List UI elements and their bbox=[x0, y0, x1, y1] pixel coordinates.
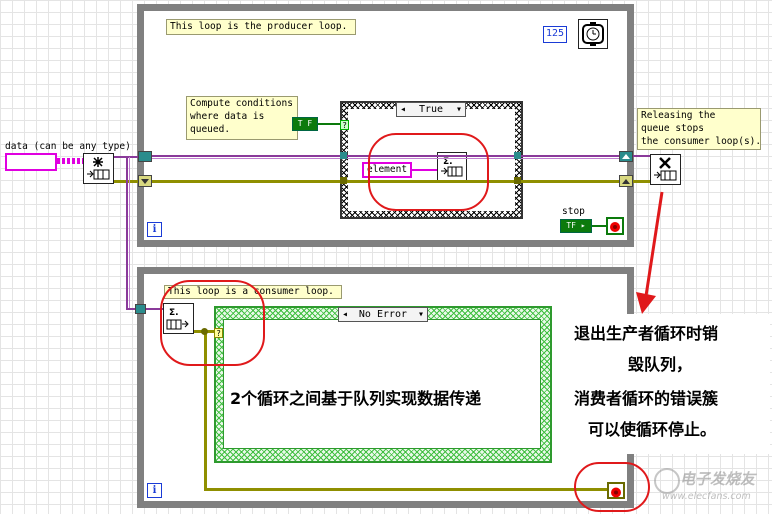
enqueue-highlight bbox=[368, 133, 489, 211]
wait-timer-icon[interactable] bbox=[578, 19, 608, 49]
right-annotation-line: 退出生产者循环时销 bbox=[574, 324, 719, 343]
consumer-case-selector[interactable]: ◂No Error▾ bbox=[338, 307, 428, 322]
conditions-note: Compute conditions where data is queued. bbox=[186, 96, 298, 140]
right-annotation-line: 毁队列， bbox=[628, 355, 693, 374]
producer-loop-comment: This loop is the producer loop. bbox=[166, 19, 356, 35]
element-indicator[interactable]: element bbox=[362, 162, 412, 178]
data-label: data (can be any type) bbox=[5, 141, 131, 152]
data-control[interactable] bbox=[5, 153, 57, 171]
right-annotation-line: 可以使循环停止。 bbox=[588, 420, 717, 439]
stop-highlight bbox=[574, 462, 650, 512]
watermark: 电子发烧友 www.elecfans.com bbox=[654, 466, 766, 508]
stop-button-icon[interactable] bbox=[606, 217, 624, 235]
svg-text:Σ.: Σ. bbox=[169, 308, 179, 318]
queue-tunnel-right[interactable] bbox=[619, 151, 633, 162]
producer-case-selector[interactable]: ◂True▾ bbox=[396, 102, 466, 117]
consumer-queue-tunnel[interactable] bbox=[135, 304, 146, 314]
center-annotation: 2个循环之间基于队列实现数据传递 bbox=[230, 389, 482, 408]
producer-iteration-terminal: i bbox=[147, 222, 162, 237]
error-tunnel-left[interactable] bbox=[138, 175, 152, 187]
release-queue-icon[interactable] bbox=[650, 154, 681, 185]
release-note: Releasing the queue stops the consumer l… bbox=[637, 108, 761, 150]
queue-tunnel-left[interactable] bbox=[138, 151, 152, 162]
dequeue-highlight bbox=[160, 280, 265, 366]
data-wire bbox=[57, 158, 83, 164]
stop-label: stop bbox=[562, 206, 585, 217]
enqueue-icon[interactable]: Σ. bbox=[437, 152, 467, 182]
consumer-case-structure[interactable] bbox=[214, 306, 552, 463]
obtain-queue-icon[interactable] bbox=[83, 153, 114, 184]
selector-terminal[interactable]: ? bbox=[340, 120, 349, 130]
watermark-cn: 电子发烧友 bbox=[680, 470, 756, 488]
consumer-iteration-terminal: i bbox=[147, 483, 162, 498]
watermark-url: www.elecfans.com bbox=[662, 491, 751, 502]
consumer-stop-icon[interactable] bbox=[607, 482, 625, 499]
wait-ms-constant[interactable]: 125 bbox=[543, 26, 567, 43]
boolean-constant[interactable]: T F bbox=[292, 117, 318, 131]
svg-text:Σ.: Σ. bbox=[443, 157, 453, 167]
right-annotation: 退出生产者循环时销 毁队列， 消费者循环的错误簇 可以使循环停止。 bbox=[562, 314, 770, 454]
error-tunnel-right[interactable] bbox=[619, 175, 633, 187]
consumer-selector-terminal[interactable]: ? bbox=[214, 328, 223, 338]
annotation-arrow bbox=[636, 191, 664, 314]
right-annotation-line: 消费者循环的错误簇 bbox=[574, 389, 719, 408]
stop-control[interactable]: TF ▸ bbox=[560, 219, 592, 233]
